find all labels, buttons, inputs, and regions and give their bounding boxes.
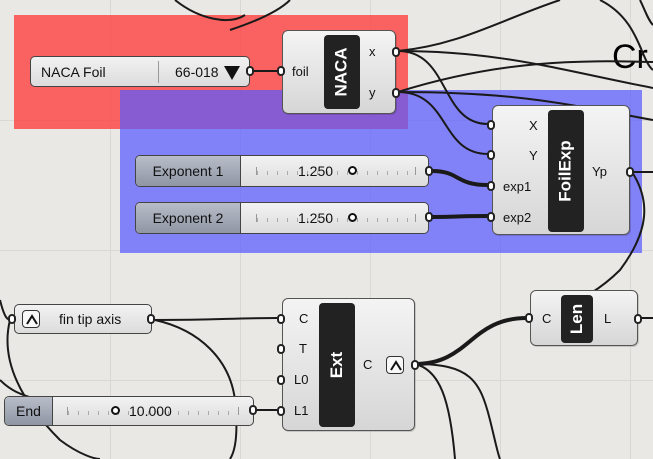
ext-input-L1-grip[interactable] — [277, 406, 285, 416]
naca-panel: NACA — [324, 35, 360, 109]
end-knob[interactable] — [111, 406, 120, 415]
ext-output-C: C — [363, 357, 373, 372]
ext-component[interactable]: C T L0 L1 Ext C — [277, 298, 419, 431]
naca-output-x-grip[interactable] — [392, 47, 400, 57]
foilexp-input-exp2-grip[interactable] — [487, 212, 495, 222]
wire-naca-x-top — [397, 0, 561, 52]
foilexp-component[interactable]: X Y exp1 exp2 FoilExp Yp — [487, 105, 634, 235]
end-label: End — [5, 397, 53, 425]
exponent-2-value: 1.250 — [298, 210, 334, 226]
naca-foil-value: 66-018 — [175, 64, 219, 80]
exponent-1-slider[interactable]: Exponent 1 1.250 — [135, 155, 429, 187]
foilexp-input-X: X — [529, 118, 538, 133]
fin-tip-axis-label: fin tip axis — [59, 311, 122, 327]
naca-output-x: x — [369, 44, 376, 59]
ext-name: Ext — [327, 351, 346, 379]
ext-input-L1: L1 — [294, 403, 309, 418]
naca-output-y: y — [369, 85, 376, 100]
naca-input-grip[interactable] — [277, 66, 285, 76]
ext-output-grip[interactable] — [411, 360, 419, 370]
exponent-1-value: 1.250 — [298, 163, 334, 179]
wire-exp2 — [431, 214, 489, 219]
len-component[interactable]: C Len L — [525, 290, 642, 346]
ext-input-T-grip[interactable] — [277, 344, 285, 354]
foilexp-output-grip[interactable] — [626, 167, 634, 177]
wire-fin-down — [154, 319, 238, 459]
wire-top-right — [639, 0, 653, 26]
wire-exp1 — [431, 169, 489, 187]
exponent-2-output-grip[interactable] — [425, 212, 433, 222]
wire-ext-len — [414, 316, 528, 366]
chevron-down-icon[interactable] — [223, 65, 241, 81]
fin-tip-axis-input-grip[interactable] — [8, 314, 16, 324]
ext-input-T: T — [299, 341, 307, 356]
end-output-grip[interactable] — [249, 405, 257, 415]
curve-output-icon — [386, 356, 404, 374]
foilexp-input-exp2: exp2 — [503, 210, 532, 225]
foilexp-input-X-grip[interactable] — [487, 120, 495, 130]
wire-fin-ext — [154, 317, 278, 321]
exponent-1-knob[interactable] — [348, 166, 357, 175]
fin-tip-axis-param[interactable]: fin tip axis — [14, 304, 152, 334]
len-input-C: C — [542, 311, 552, 326]
foilexp-input-Y: Y — [529, 148, 538, 163]
end-value: 10.000 — [129, 403, 172, 419]
exponent-2-label: Exponent 2 — [136, 203, 241, 233]
exponent-2-slider[interactable]: Exponent 2 1.250 — [135, 202, 429, 234]
exponent-2-knob[interactable] — [348, 213, 357, 222]
naca-output-y-grip[interactable] — [392, 88, 400, 98]
curve-param-icon — [22, 310, 40, 328]
wire-ext-down — [414, 363, 456, 459]
naca-name: NACA — [332, 47, 352, 97]
wire-top-mid — [229, 0, 291, 31]
exponent-1-track — [256, 167, 416, 175]
ext-panel: Ext — [319, 303, 355, 427]
exponent-2-track — [256, 214, 416, 222]
wire-right-curve — [599, 0, 653, 71]
foilexp-input-exp1: exp1 — [503, 179, 532, 194]
ext-input-C: C — [299, 311, 309, 326]
foilexp-input-exp1-grip[interactable] — [487, 181, 495, 191]
wire-fin-left-down — [6, 319, 101, 459]
foilexp-output-yp: Yp — [592, 164, 607, 179]
wire-naca-y-foilexp-Y — [397, 91, 489, 155]
naca-input-foil: foil — [292, 64, 309, 79]
dropdown-divider — [158, 61, 159, 83]
ext-input-C-grip[interactable] — [277, 314, 285, 324]
len-output-L: L — [604, 311, 612, 326]
canvas-title: Cr — [612, 38, 648, 76]
wire-naca-y-right2 — [397, 60, 653, 93]
exponent-1-output-grip[interactable] — [425, 166, 433, 176]
wire-ext-right-down — [414, 363, 501, 459]
exponent-1-label: Exponent 1 — [136, 156, 241, 186]
len-panel: Len — [561, 295, 593, 343]
dropdown-output-grip[interactable] — [246, 66, 254, 76]
ext-input-L0: L0 — [294, 372, 309, 387]
foilexp-panel: FoilExp — [548, 110, 584, 232]
len-input-grip[interactable] — [525, 313, 533, 323]
naca-foil-dropdown[interactable]: NACA Foil 66-018 — [30, 56, 250, 87]
wire-naca-x-foilexp-X — [397, 50, 489, 125]
foilexp-name: FoilExp — [556, 140, 575, 202]
end-track — [67, 407, 239, 415]
wire-top-left — [174, 0, 246, 21]
naca-component[interactable]: foil NACA x y — [277, 30, 400, 114]
wire-naca-x-right — [397, 50, 653, 89]
fin-tip-axis-output-grip[interactable] — [147, 314, 155, 324]
len-output-grip[interactable] — [634, 314, 642, 324]
len-name: Len — [566, 303, 586, 335]
ext-input-L0-grip[interactable] — [277, 375, 285, 385]
naca-foil-label: NACA Foil — [41, 64, 106, 80]
foilexp-input-Y-grip[interactable] — [487, 150, 495, 160]
end-slider[interactable]: End 10.000 — [4, 396, 254, 426]
